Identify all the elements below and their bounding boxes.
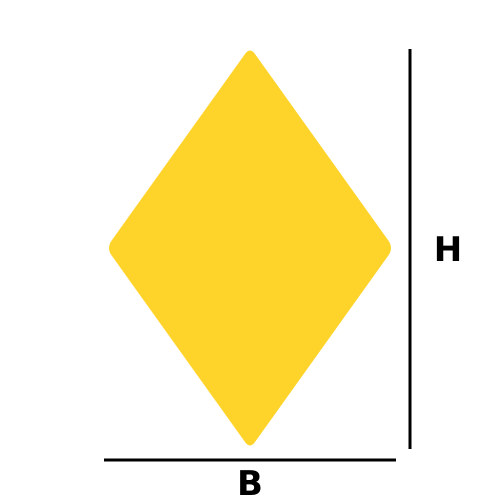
rhombus-shape: [109, 50, 391, 446]
base-label: B: [237, 464, 263, 500]
height-label: H: [434, 230, 462, 270]
